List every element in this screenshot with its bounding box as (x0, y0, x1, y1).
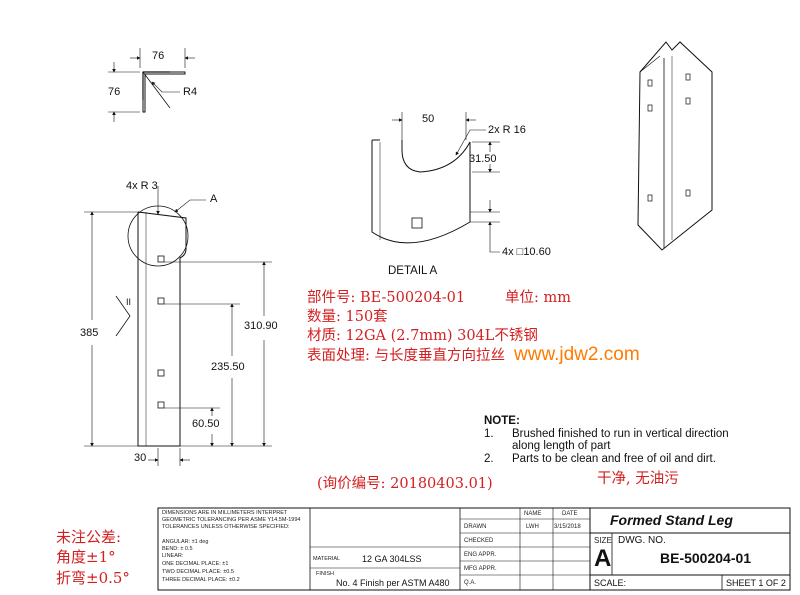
spec-unit: 单位: mm (505, 290, 571, 306)
top-profile-view (108, 48, 195, 122)
detail-a-title: DETAIL A (388, 265, 438, 277)
spec-material: 材质: 12GA (2.7mm) 304L不锈钢 (307, 328, 538, 344)
overall-length-dim: 385 (80, 327, 99, 339)
row-qa-label: Q.A. (464, 580, 477, 586)
tb-tol-line: LINEAR: (162, 553, 184, 559)
dwg-no-label: DWG. NO. (618, 535, 666, 546)
detail-width-dim: 50 (422, 113, 435, 125)
hole-low-dim: 60.50 (192, 418, 220, 430)
profile-height-dim: 76 (108, 86, 121, 98)
main-front-view (84, 186, 272, 466)
drawing-title: Formed Stand Leg (610, 512, 733, 528)
hole-top-dim: 310.90 (244, 320, 278, 332)
hole-mid-dim: 235.50 (211, 361, 245, 373)
size-label: SIZE (594, 536, 612, 545)
spec-quantity: 数量: 150套 (307, 309, 388, 325)
tb-tol-line: BEND: ± 0.5 (162, 546, 193, 552)
detail-reference-label: A (210, 193, 218, 205)
col-date-header: DATE (562, 511, 578, 517)
clean-note-cn: 干净, 无油污 (597, 471, 679, 487)
tb-tol-line: DIMENSIONS ARE IN MILLIMETERS INTERPRET (162, 510, 288, 516)
note-1-number: 1. (484, 428, 494, 440)
notes-heading: NOTE: (484, 415, 520, 427)
row-drawn-label: DRAWN (464, 524, 487, 530)
tolerance-bend-cn: 折弯±0.5° (56, 569, 130, 587)
note-2-line-1: Parts to be clean and free of oil and di… (512, 453, 716, 465)
tb-tol-line: GEOMETRIC TOLERANCING PER ASME Y14.5M-19… (162, 517, 301, 523)
row-drawn-date: 3/15/2018 (554, 524, 581, 530)
col-name-header: NAME (524, 511, 542, 517)
note-2-number: 2. (484, 453, 494, 465)
row-drawn-name: LWH (526, 524, 539, 530)
profile-radius-dim: R4 (183, 86, 198, 98)
scale-label: SCALE: (594, 578, 627, 588)
isometric-view (637, 41, 713, 251)
finish-label: FINISH (316, 571, 335, 577)
tolerance-title-cn: 未注公差: (56, 528, 122, 546)
tb-tol-line: TWO DECIMAL PLACE: ±0.5 (162, 569, 234, 575)
material-value: 12 GA 304LSS (362, 554, 422, 564)
sheet-count: SHEET 1 OF 2 (726, 578, 786, 588)
inquiry-number: (询价编号: 20180403.01) (317, 476, 493, 492)
note-1-line-2: along length of part (512, 440, 611, 452)
tb-tol-line: ANGULAR: ±1 deg (162, 539, 209, 545)
tb-tol-line: THREE DECIMAL PLACE: ±0.2 (162, 577, 240, 583)
flange-width-dim: 30 (134, 452, 147, 464)
section-marker-label: II (126, 297, 132, 307)
main-radius-dim: 4x R 3 (126, 180, 158, 192)
detail-holes-dim: 4x □10.60 (502, 246, 551, 258)
tb-tol-line: TOLERANCES UNLESS OTHERWISE SPECIFIED: (162, 524, 290, 530)
detail-height-dim: 31.50 (469, 153, 497, 165)
detail-radius-dim: 2x R 16 (488, 124, 526, 136)
title-block-grid (157, 507, 791, 591)
note-1-line-1: Brushed finished to run in vertical dire… (512, 428, 729, 440)
profile-width-dim: 76 (152, 50, 165, 62)
finish-value: No. 4 Finish per ASTM A480 (336, 578, 450, 588)
size-value: A (594, 545, 612, 572)
watermark-url: www.jdw2.com (514, 344, 640, 365)
detail-a-view (371, 112, 500, 253)
tb-tol-line: ONE DECIMAL PLACE: ±1 (162, 561, 229, 567)
material-label: MATERIAL (313, 556, 341, 562)
tolerance-angle-cn: 角度±1° (56, 548, 116, 566)
row-checked-label: CHECKED (464, 538, 494, 544)
drawing-number: BE-500204-01 (660, 550, 752, 566)
row-mfg-appr-label: MFG APPR. (464, 566, 497, 572)
spec-part-number: 部件号: BE-500204-01 (307, 290, 466, 306)
row-eng-appr-label: ENG APPR. (464, 552, 497, 558)
spec-surface: 表面处理: 与长度垂直方向拉丝 (307, 348, 505, 364)
